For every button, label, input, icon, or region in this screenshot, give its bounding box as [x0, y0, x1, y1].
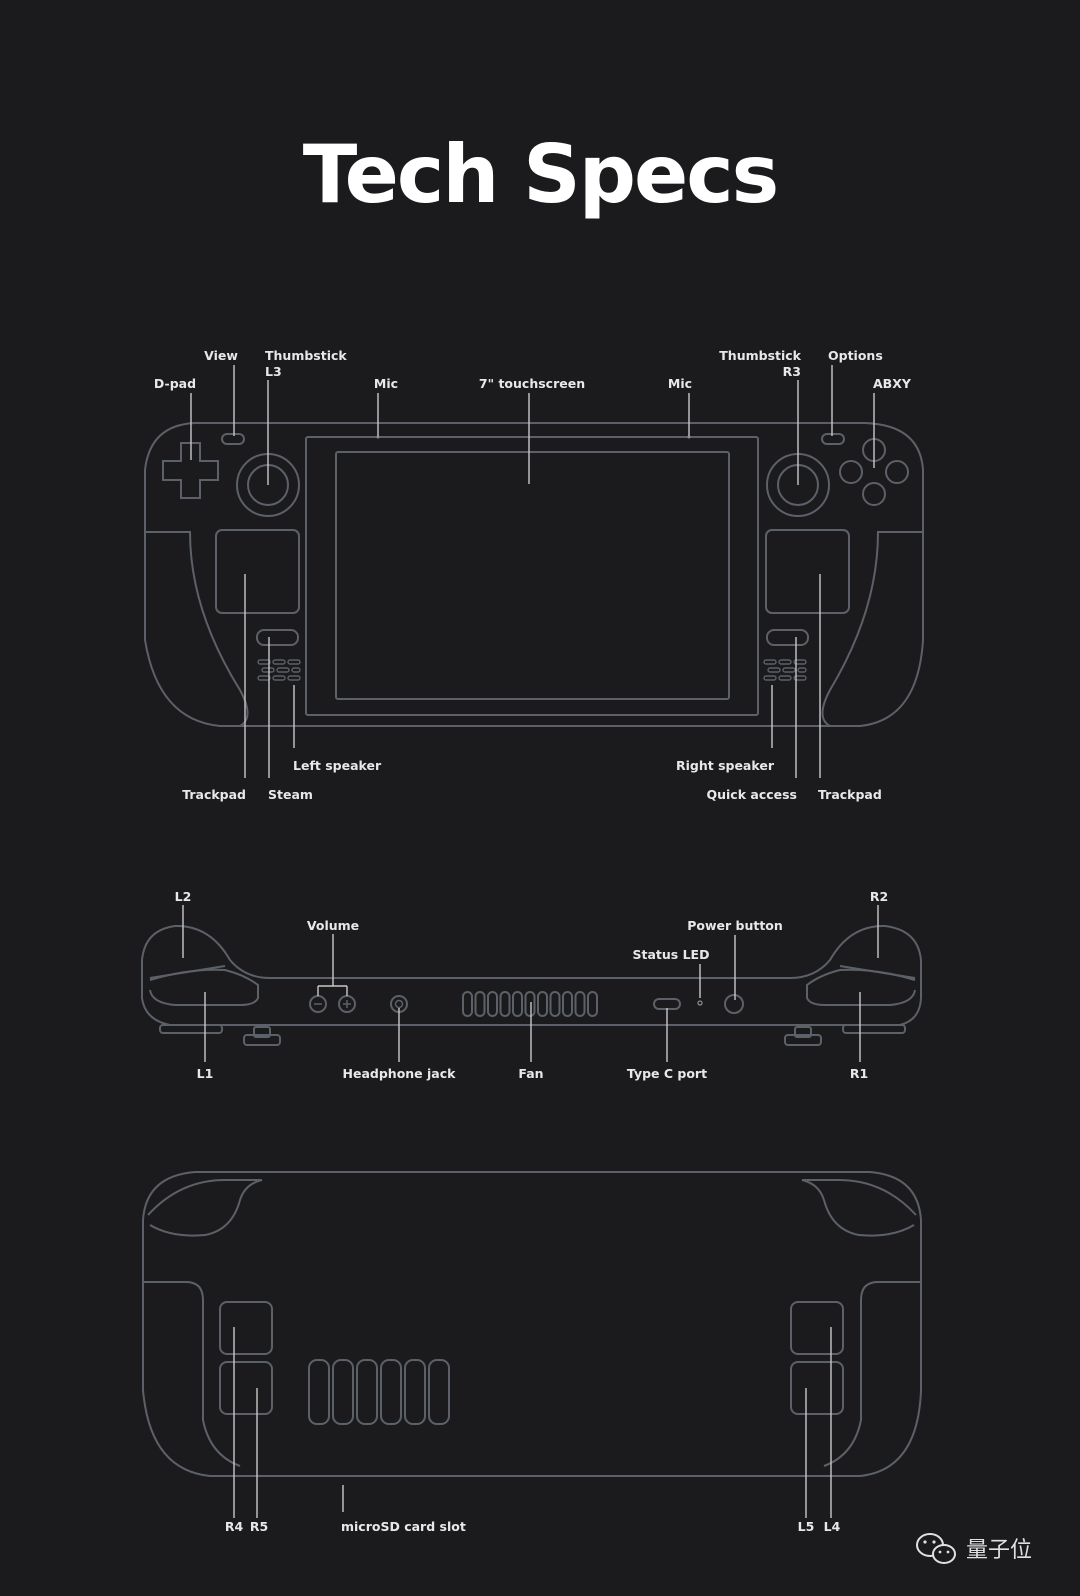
label-view: View: [204, 348, 238, 363]
fan-vent-slot: [462, 991, 473, 1017]
top-leader-lines: [182, 905, 879, 1062]
left-mic-dot: [376, 435, 380, 439]
type-c-port: [653, 998, 681, 1010]
label-trackpad-right: Trackpad: [818, 787, 882, 802]
watermark: 量子位: [916, 1533, 1032, 1564]
fan-vent-slot: [512, 991, 523, 1017]
label-thumbstick-r3: Thumbstick: [719, 348, 801, 363]
label-power-button: Power button: [687, 918, 783, 933]
touchscreen-display: [335, 451, 730, 700]
label-trackpad-left: Trackpad: [182, 787, 246, 802]
right-trackpad: [765, 529, 850, 614]
back-vent-slot: [380, 1359, 402, 1425]
quick-access-button: [766, 629, 809, 646]
fan-vent-slot: [499, 991, 511, 1017]
label-fan: Fan: [518, 1066, 543, 1081]
fan-vent-slot: [574, 991, 586, 1017]
label-l5: L5: [798, 1519, 815, 1534]
back-inner-contour-right: [823, 1281, 921, 1467]
back-vent-slot: [356, 1359, 378, 1425]
back-view: R4 R5 microSD card slot L5 L4: [142, 1171, 922, 1534]
screen-bezel: [305, 436, 759, 716]
label-r5: R5: [250, 1519, 268, 1534]
wechat-icon: [916, 1533, 956, 1564]
left-foot: [159, 1024, 223, 1034]
watermark-text: 量子位: [966, 1538, 1032, 1563]
right-speaker-grille: [763, 659, 807, 681]
options-button: [821, 433, 845, 445]
label-l2: L2: [175, 889, 192, 904]
label-right-speaker: Right speaker: [676, 758, 775, 773]
label-r2: R2: [870, 889, 888, 904]
left-stick-bottom: [243, 1034, 281, 1046]
label-thumbstick-l3: Thumbstick: [265, 348, 347, 363]
label-mic-right: Mic: [668, 376, 692, 391]
fan-vent-slot: [537, 991, 548, 1017]
dpad-icon: [162, 442, 219, 499]
back-vent-slot: [308, 1359, 330, 1425]
right-grip-contour: [821, 531, 923, 727]
power-button: [724, 994, 744, 1014]
r5-button: [219, 1361, 273, 1415]
back-body-outline: [142, 1171, 922, 1477]
top-view: L2 R2 Volume Power button Status LED L1 …: [141, 889, 922, 1081]
label-quick-access: Quick access: [707, 787, 798, 802]
label-l3: L3: [265, 364, 282, 379]
right-stick-bottom: [784, 1034, 822, 1046]
front-view: View Thumbstick L3 D-pad Mic 7" touchscr…: [144, 348, 924, 802]
left-speaker-grille: [257, 659, 301, 681]
right-foot: [842, 1024, 906, 1034]
page-title: Tech Specs: [302, 128, 780, 221]
back-inner-contour: [143, 1281, 241, 1467]
fan-vent-slot: [587, 991, 598, 1017]
back-vents: [308, 1359, 450, 1425]
label-r4: R4: [225, 1519, 244, 1534]
front-leader-lines: [190, 365, 875, 778]
label-left-speaker: Left speaker: [293, 758, 382, 773]
top-body-outline: [141, 924, 922, 1026]
left-stick-stem: [253, 1026, 271, 1038]
left-trackpad: [215, 529, 300, 614]
fan-vent-slot: [474, 991, 486, 1017]
label-microsd: microSD card slot: [341, 1519, 466, 1534]
label-touchscreen: 7" touchscreen: [479, 376, 585, 391]
label-type-c-port: Type C port: [627, 1066, 707, 1081]
label-r3: R3: [783, 364, 801, 379]
fan-vents: [462, 991, 598, 1017]
front-body-outline: [144, 422, 924, 727]
label-l1: L1: [197, 1066, 214, 1081]
back-left-grip-top: [147, 1179, 263, 1237]
label-l4: L4: [824, 1519, 841, 1534]
label-options: Options: [828, 348, 883, 363]
right-stick-stem: [794, 1026, 812, 1038]
steam-button: [256, 629, 299, 646]
label-r1: R1: [850, 1066, 868, 1081]
status-led: [697, 1000, 703, 1006]
label-steam: Steam: [268, 787, 313, 802]
back-vent-slot: [404, 1359, 426, 1425]
back-vent-slot: [332, 1359, 354, 1425]
fan-vent-slot: [487, 991, 498, 1017]
right-mic-dot: [687, 435, 691, 439]
label-volume: Volume: [307, 918, 359, 933]
fan-vent-slot: [562, 991, 573, 1017]
r2-trigger-line: [839, 965, 916, 979]
l2-trigger-line: [149, 965, 226, 979]
l4-button: [790, 1301, 844, 1355]
label-abxy: ABXY: [873, 376, 912, 391]
left-grip-contour: [145, 531, 249, 727]
r4-button: [219, 1301, 273, 1355]
fan-vent-slot: [524, 991, 536, 1017]
back-right-grip-top: [801, 1179, 917, 1237]
fan-vent-slot: [549, 991, 561, 1017]
label-status-led: Status LED: [633, 947, 710, 962]
l5-button: [790, 1361, 844, 1415]
back-vent-slot: [428, 1359, 450, 1425]
back-leader-lines: [233, 1327, 832, 1518]
label-dpad: D-pad: [154, 376, 196, 391]
view-button: [221, 433, 245, 445]
label-mic-left: Mic: [374, 376, 398, 391]
label-headphone-jack: Headphone jack: [343, 1066, 457, 1081]
